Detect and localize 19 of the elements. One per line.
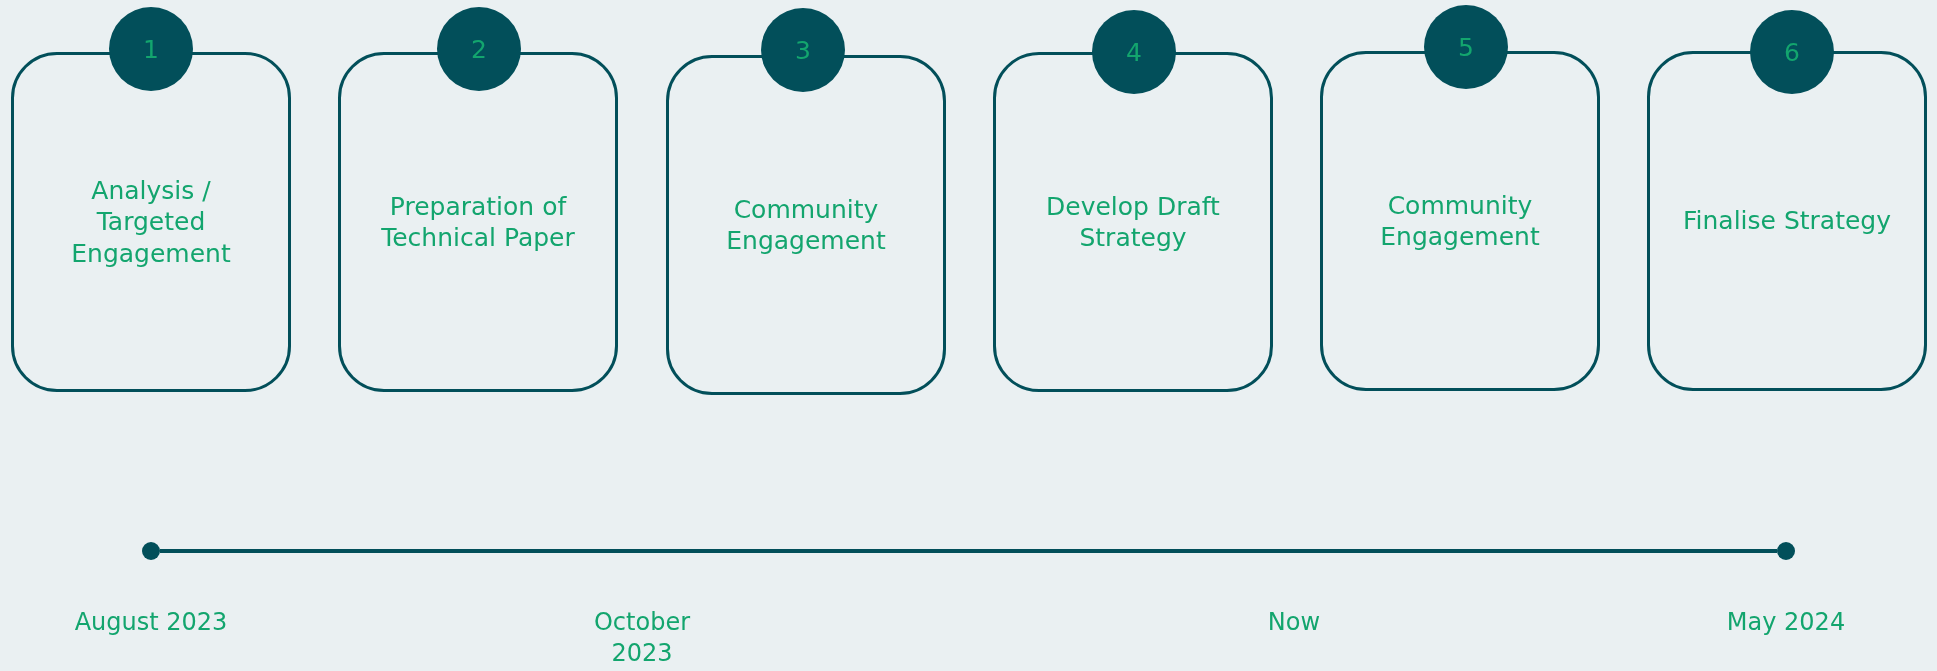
step-text: Analysis / Targeted Engagement: [70, 175, 232, 269]
timeline-dot: [142, 542, 160, 560]
timeline-dot: [1777, 542, 1795, 560]
date-label: Now: [1266, 607, 1322, 638]
date-label: October 2023: [592, 607, 691, 670]
timeline-line: [160, 549, 1777, 553]
step-text: Community Engagement: [725, 193, 887, 257]
step-number: 2: [437, 7, 521, 91]
step-text: Community Engagement: [1379, 189, 1541, 253]
step-number: 4: [1092, 10, 1176, 94]
step-number: 3: [761, 8, 845, 92]
date-label: May 2024: [1725, 607, 1847, 638]
step-text: Finalise Strategy: [1682, 205, 1891, 237]
date-label: August 2023: [73, 607, 229, 638]
step-number: 6: [1750, 10, 1834, 94]
step-text: Preparation of Technical Paper: [380, 190, 576, 254]
step-number: 5: [1424, 5, 1508, 89]
step-number: 1: [109, 7, 193, 91]
step-text: Develop Draft Strategy: [1045, 190, 1221, 254]
